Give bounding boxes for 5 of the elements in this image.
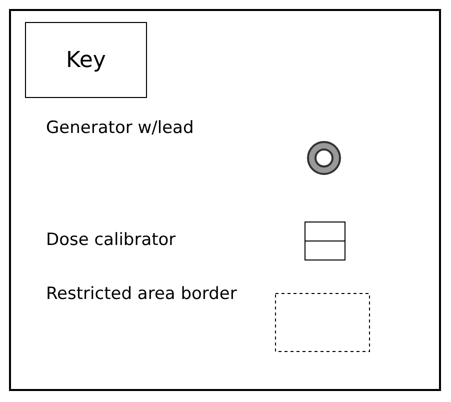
key-heading: Key: [66, 48, 106, 72]
legend-text: Restricted area border: [46, 283, 238, 306]
title-box: [25, 22, 147, 98]
legend-text: Dose calibrator: [46, 229, 177, 252]
legend-text: Generator w/lead: [46, 117, 195, 140]
